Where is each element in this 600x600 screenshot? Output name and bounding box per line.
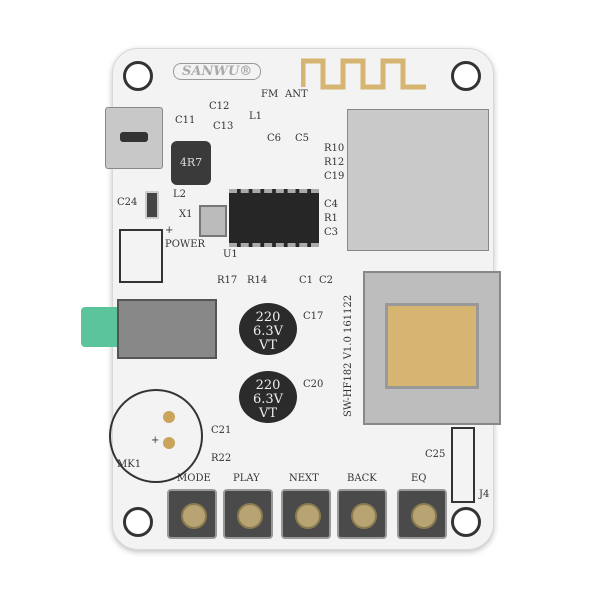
pcb-board: SANWU® ANT FM 4R7 C11 C12 C13 L1 C6 C5 L… <box>81 48 501 550</box>
cap-voltage: 6.3V <box>252 392 284 407</box>
silk-c3: C3 <box>324 227 339 238</box>
silk-c5: C5 <box>295 133 310 144</box>
electrolytic-capacitor: 220 6.3V VT <box>239 303 297 355</box>
brand-logo: SANWU® <box>173 63 262 80</box>
silk-r17: R17 <box>217 275 238 286</box>
label-back: BACK <box>347 473 377 484</box>
silk-c24: C24 <box>117 197 138 208</box>
mic-pad <box>163 411 175 423</box>
silk-x1: X1 <box>179 209 193 220</box>
cap-value: 220 <box>255 378 281 393</box>
silk-c11: C11 <box>175 115 196 126</box>
silk-c19: C19 <box>324 171 345 182</box>
mounting-hole <box>123 61 153 91</box>
main-chip <box>229 189 319 247</box>
power-header <box>119 229 163 283</box>
play-button[interactable] <box>223 489 273 539</box>
silk-c4: C4 <box>324 199 339 210</box>
label-mode: MODE <box>177 473 211 484</box>
silk-j4: J4 <box>479 489 490 500</box>
mounting-hole <box>123 507 153 537</box>
silk-mk1: MK1 <box>117 459 142 470</box>
silk-r1: R1 <box>324 213 338 224</box>
silk-r12: R12 <box>324 157 345 168</box>
silk-c25: C25 <box>425 449 446 460</box>
label-next: NEXT <box>289 473 319 484</box>
silk-c1: C1 <box>299 275 314 286</box>
silk-power: POWER <box>165 239 206 250</box>
cap-series: VT <box>258 406 278 421</box>
silk-c13: C13 <box>213 121 234 132</box>
silk-c2: C2 <box>319 275 334 286</box>
microphone-outline <box>109 389 203 483</box>
j4-header <box>451 427 475 503</box>
inductor: 4R7 <box>171 141 211 185</box>
audio-jack-body <box>117 299 217 359</box>
cap-series: VT <box>258 338 278 353</box>
back-button[interactable] <box>337 489 387 539</box>
antenna-trace <box>301 58 426 90</box>
mounting-hole <box>451 61 481 91</box>
silk-c12: C12 <box>209 101 230 112</box>
usb-a-port[interactable] <box>363 271 501 425</box>
cap-value: 220 <box>255 310 281 325</box>
silk-fm: FM <box>261 89 279 100</box>
silk-c6: C6 <box>267 133 282 144</box>
audio-jack[interactable] <box>81 307 121 347</box>
silk-r10: R10 <box>324 143 345 154</box>
silk-c17: C17 <box>303 311 324 322</box>
electrolytic-capacitor: 220 6.3V VT <box>239 371 297 423</box>
crystal <box>199 205 227 237</box>
cap-voltage: 6.3V <box>252 324 284 339</box>
silk-l2: L2 <box>173 189 187 200</box>
mounting-hole <box>451 507 481 537</box>
mode-button[interactable] <box>167 489 217 539</box>
silk-r22: R22 <box>211 453 232 464</box>
silk-c20: C20 <box>303 379 324 390</box>
silk-l1: L1 <box>249 111 263 122</box>
label-play: PLAY <box>233 473 260 484</box>
silk-power-plus: + <box>165 225 174 236</box>
silk-mic-plus: + <box>151 435 160 446</box>
silk-u1: U1 <box>223 249 238 260</box>
sd-card-slot[interactable] <box>347 109 489 251</box>
silk-board-id: SW-HF182 V1.0 161122 <box>343 294 354 417</box>
smd-capacitor <box>145 191 159 219</box>
mic-pad <box>163 437 175 449</box>
eq-button[interactable] <box>397 489 447 539</box>
silk-c21: C21 <box>211 425 232 436</box>
next-button[interactable] <box>281 489 331 539</box>
silk-r14: R14 <box>247 275 268 286</box>
label-eq: EQ <box>411 473 427 484</box>
silk-ant: ANT <box>285 89 308 100</box>
micro-usb-port[interactable] <box>105 107 163 169</box>
